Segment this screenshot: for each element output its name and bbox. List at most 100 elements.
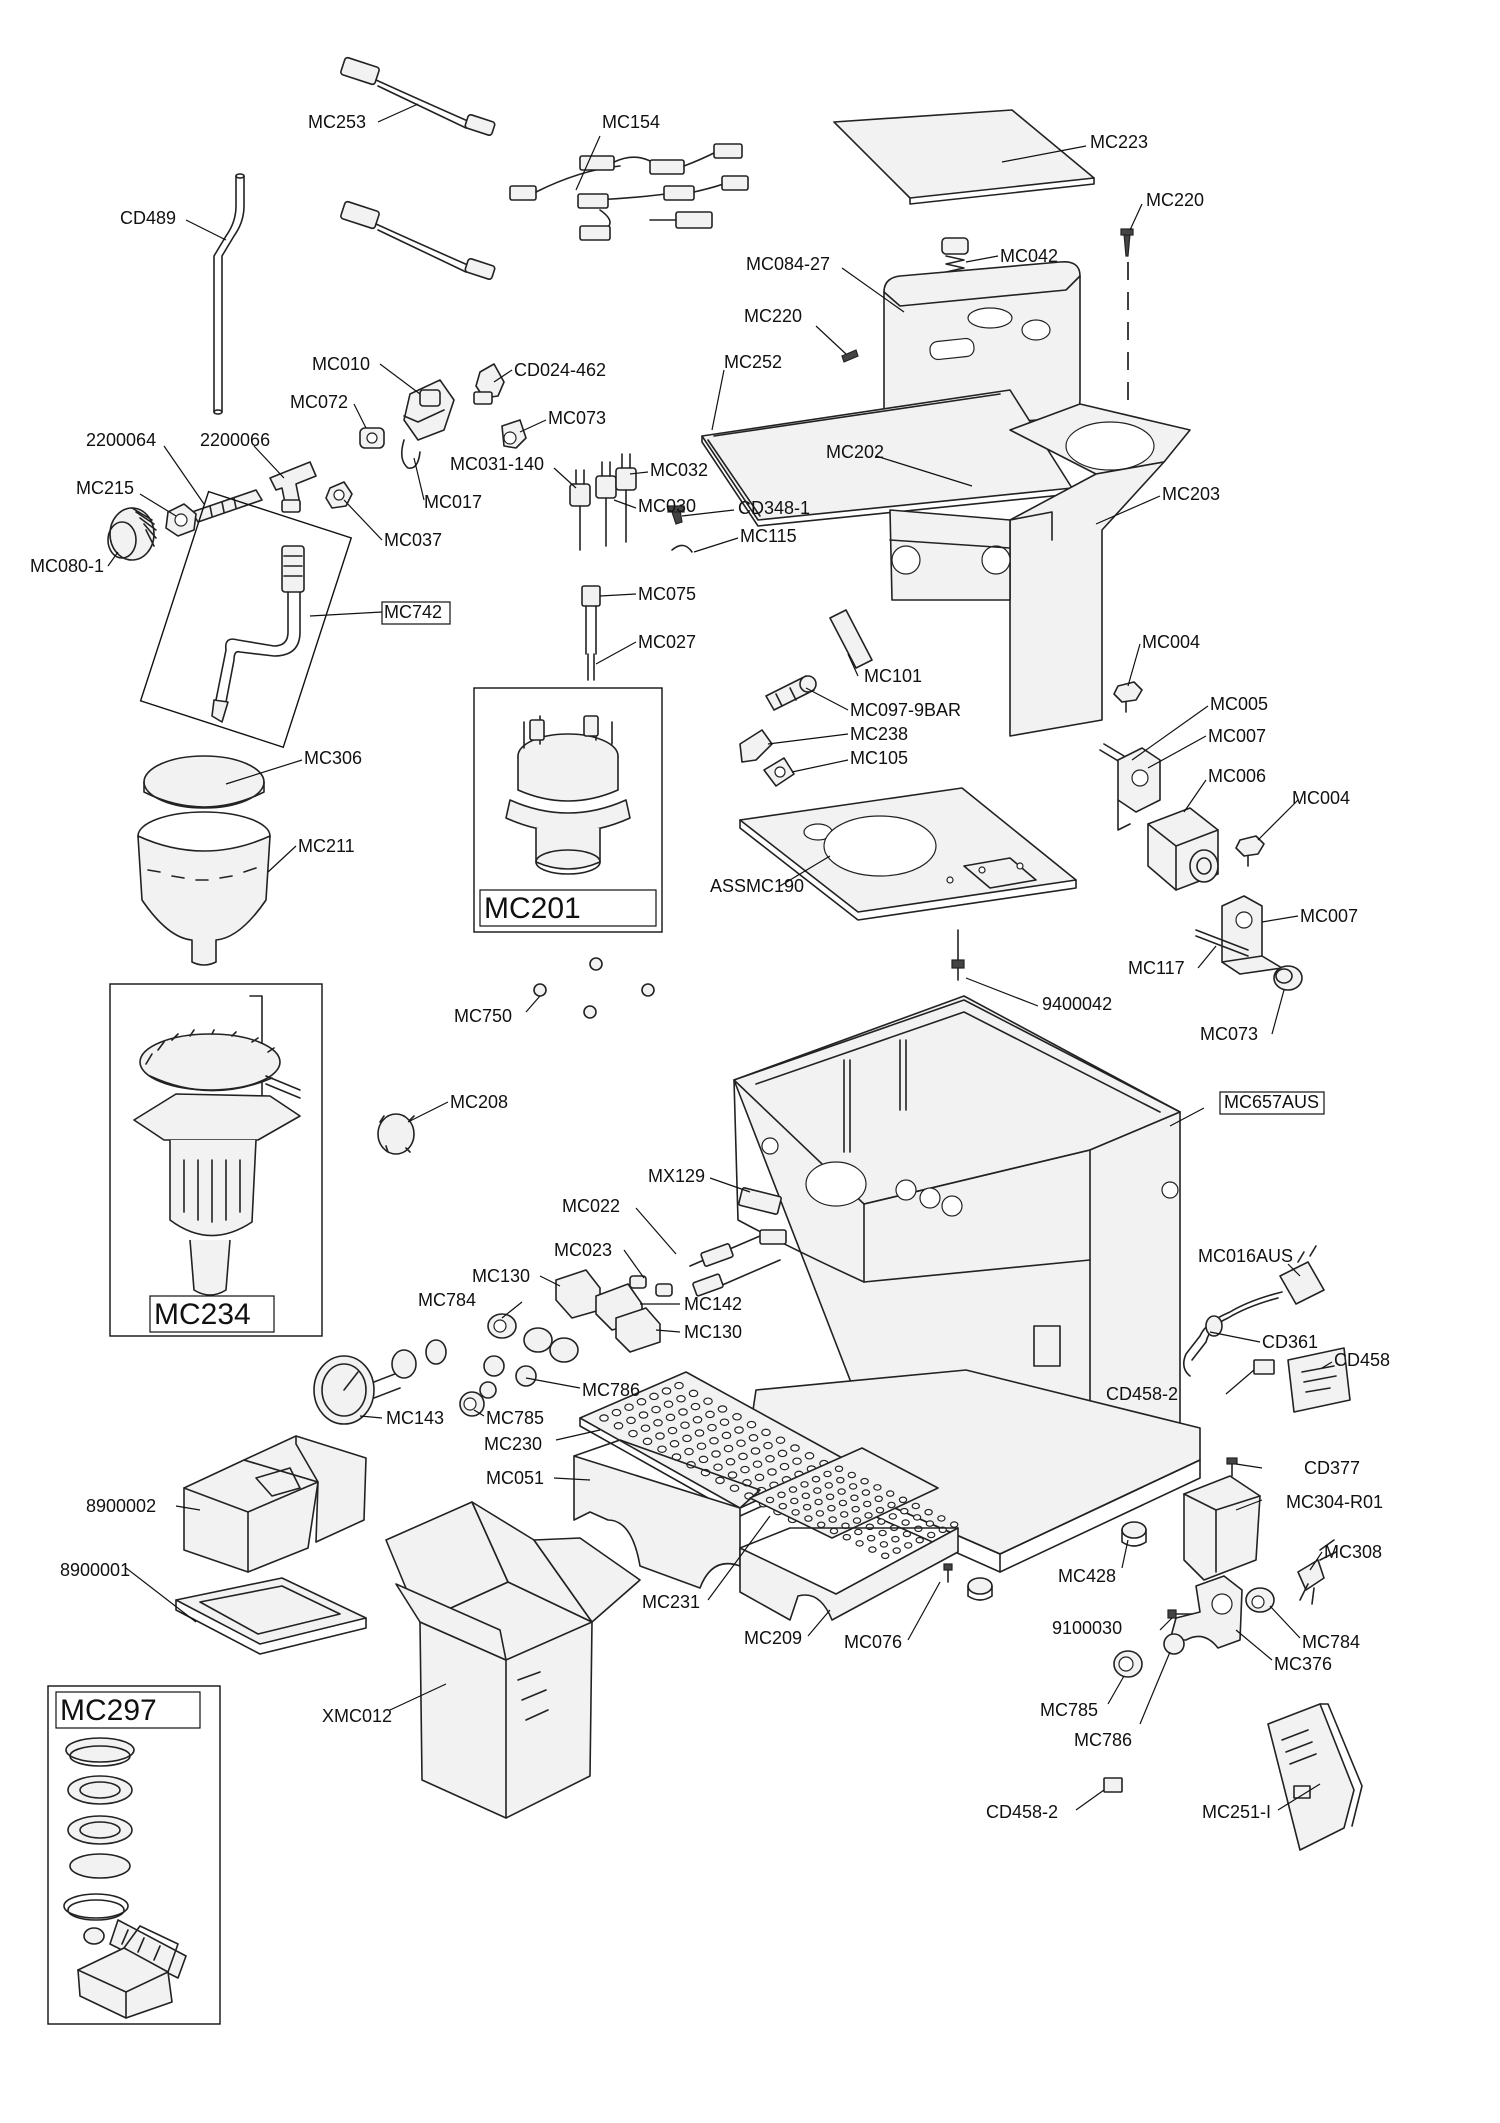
- part-cd458-2-sticker-b: [1103, 1777, 1123, 1793]
- label-mc428: MC428: [1058, 1566, 1116, 1586]
- label-mx129: MX129: [648, 1166, 705, 1186]
- grid-hole: [713, 1463, 723, 1471]
- grid-hole: [779, 1462, 790, 1471]
- label-mc154: MC154: [602, 112, 660, 132]
- grid-hole: [924, 1508, 933, 1516]
- part-xmc012-accessory-kit: [63, 1737, 187, 2019]
- part-mc211-hopper: [137, 811, 271, 966]
- grid-hole: [719, 1418, 730, 1426]
- label-mc023: MC023: [554, 1240, 612, 1260]
- grid-hole: [802, 1503, 812, 1511]
- label-mc051: MC051: [486, 1468, 544, 1488]
- part-2200066-tee: [269, 461, 317, 513]
- part-mc004-screw-top: [1113, 681, 1143, 713]
- grid-hole: [775, 1436, 786, 1444]
- label-cd458: CD458: [1334, 1350, 1390, 1370]
- grid-hole: [881, 1552, 890, 1560]
- grid-hole: [667, 1426, 678, 1435]
- part-mc130-switch-a: [555, 1269, 601, 1319]
- part-labels: MC253 MC154 MC223 MC220 CD489 MC042 MC08…: [30, 112, 1390, 1822]
- label-mc016aus: MC016AUS: [1198, 1246, 1293, 1266]
- grid-hole: [878, 1529, 887, 1537]
- grid-hole: [791, 1509, 800, 1516]
- part-mc784-bush-a: [487, 1313, 517, 1339]
- part-mc201-base-plate: [739, 787, 1077, 921]
- label-mc101: MC101: [864, 666, 922, 686]
- grid-hole: [855, 1540, 864, 1547]
- frame-assmc190: [473, 687, 663, 933]
- part-foot-center: [967, 1577, 993, 1601]
- grid-hole: [750, 1447, 761, 1455]
- label-mc084-27: MC084-27: [746, 254, 830, 274]
- grid-hole: [709, 1437, 719, 1445]
- grid-hole: [875, 1506, 885, 1514]
- part-mc202-tray-cover: [701, 389, 1073, 527]
- grid-hole: [636, 1398, 647, 1406]
- label-mc142: MC142: [684, 1294, 742, 1314]
- grid-hole: [892, 1547, 901, 1554]
- part-mc428-foot: [1121, 1521, 1147, 1547]
- part-mc032-thermostat: [615, 453, 637, 543]
- grid-hole: [888, 1513, 898, 1520]
- grid-hole: [754, 1473, 765, 1482]
- label-cd024-462: CD024-462: [514, 360, 606, 380]
- part-mc007-bracket-lower: [1221, 895, 1283, 975]
- label-cd348-1: CD348-1: [738, 498, 810, 518]
- part-8900001-packing-tray: [175, 1577, 367, 1655]
- grid-hole: [927, 1531, 936, 1539]
- grid-hole: [640, 1424, 651, 1432]
- label-mc031-140: MC031-140: [450, 454, 544, 474]
- grid-hole: [852, 1517, 862, 1524]
- grid-hole: [680, 1421, 690, 1429]
- label-assmc190: MC201: [484, 892, 581, 925]
- label-mc143: MC143: [386, 1408, 444, 1428]
- grid-hole: [911, 1502, 921, 1510]
- part-mc051-drip-tray: [573, 1439, 761, 1589]
- part-mc117-pin: [1195, 929, 1249, 957]
- grid-hole: [825, 1493, 835, 1501]
- label-mc376: MC376: [1274, 1654, 1332, 1674]
- label-box-mc657aus: [1219, 1091, 1325, 1115]
- part-mc031-thermostat: [569, 469, 591, 551]
- grid-hole: [804, 1515, 813, 1522]
- grid-hole: [746, 1420, 757, 1429]
- grid-hole: [624, 1403, 634, 1411]
- part-cd377-screw: [1226, 1457, 1238, 1477]
- part-mc073-knob: [1273, 965, 1303, 991]
- part-mc005-bracket: [1099, 743, 1161, 831]
- grid-hole: [788, 1486, 798, 1493]
- label-mc785-right: MC785: [1040, 1700, 1098, 1720]
- label-mc130-left: MC130: [472, 1266, 530, 1286]
- grid-hole: [861, 1489, 871, 1496]
- label-mc306: MC306: [304, 748, 362, 768]
- grid-hole: [628, 1429, 638, 1438]
- label-9100030: 9100030: [1052, 1618, 1122, 1638]
- grid-hole: [649, 1392, 659, 1401]
- grid-hole: [915, 1536, 924, 1544]
- grid-hole: [838, 1499, 848, 1507]
- part-mc253-cable: [340, 56, 496, 137]
- label-mc042: MC042: [1000, 246, 1058, 266]
- part-mc786-bush-right: [1163, 1633, 1185, 1655]
- part-mc234-grinder-motor: [133, 995, 301, 1296]
- part-mc010-valve: [400, 379, 455, 469]
- label-mc005: MC005: [1210, 694, 1268, 714]
- label-mc220-left: MC220: [744, 306, 802, 326]
- grid-hole: [792, 1457, 802, 1465]
- label-mc784-right: MC784: [1302, 1632, 1360, 1652]
- label-mc076: MC076: [844, 1632, 902, 1652]
- part-cd458-sticker: [1287, 1347, 1351, 1413]
- part-mc223-lid: [833, 109, 1095, 205]
- label-mc234: MC234: [154, 1298, 251, 1331]
- label-mc075: MC075: [638, 584, 696, 604]
- grid-hole: [767, 1468, 777, 1476]
- grid-hole: [696, 1442, 707, 1450]
- grid-hole: [692, 1416, 703, 1424]
- grid-hole: [688, 1389, 699, 1398]
- label-mc785-left: MC785: [486, 1408, 544, 1428]
- grid-hole: [854, 1528, 863, 1536]
- label-mc007-bottom: MC007: [1300, 906, 1358, 926]
- label-mc784-left: MC784: [418, 1290, 476, 1310]
- part-mx129-switch: [738, 1187, 782, 1215]
- part-cd024-fitting: [473, 363, 505, 405]
